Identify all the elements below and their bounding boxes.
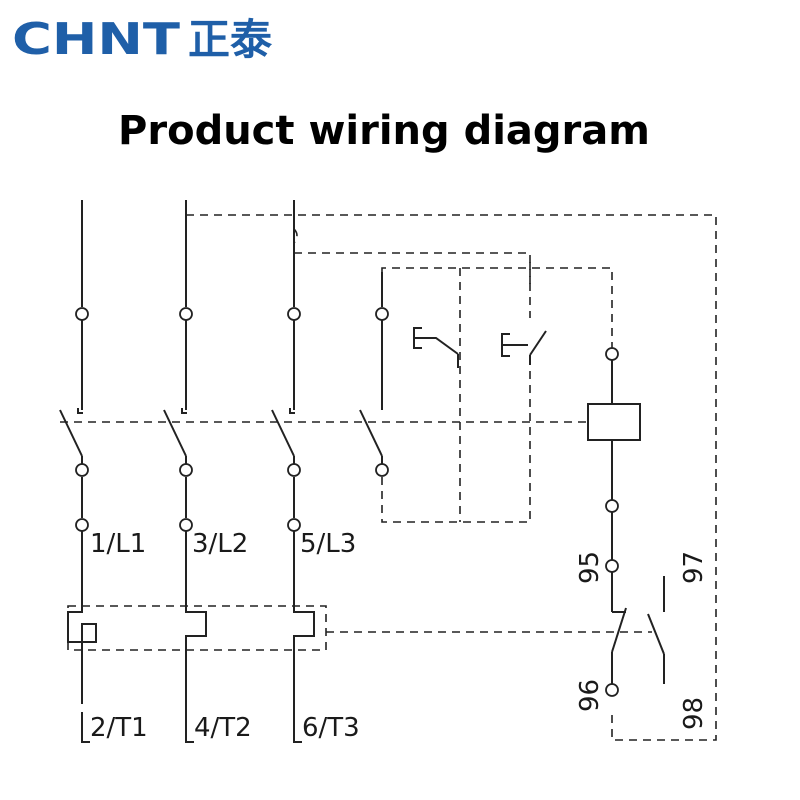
pole-3-terminal-mid (287, 463, 301, 477)
coil-terminal-a2 (605, 499, 619, 513)
terminal-96 (605, 683, 619, 697)
pole-2-contact-blade (163, 409, 187, 457)
page-title: Product wiring diagram (118, 108, 650, 154)
nc-contact-blade (611, 607, 627, 653)
lower-linkage-box (381, 360, 531, 523)
mechanical-linkages (60, 214, 717, 741)
brand-name-cjk: 正泰 (188, 15, 273, 64)
label-98: 98 (679, 697, 709, 730)
label-97: 97 (679, 551, 709, 584)
label-2-t1: 2/T1 (90, 713, 148, 743)
bracket-t2 (185, 712, 194, 743)
label-96: 96 (575, 679, 605, 712)
pole-2 (163, 200, 207, 722)
pole-3 (271, 200, 315, 722)
pole-1-contact-stop (77, 408, 83, 414)
pole-2-terminal-top (179, 307, 193, 321)
coil-circuit (587, 347, 641, 560)
pole-4 (359, 272, 389, 477)
brand-logo: CHNT 正泰 (12, 14, 273, 65)
pole-4-contact-blade (359, 409, 383, 457)
pole-2-terminal-mid (179, 463, 193, 477)
overload-aux-contacts (605, 559, 665, 697)
aux-contact-right (501, 330, 547, 365)
main-power-circuit (59, 200, 389, 743)
pole-1-terminal-top (75, 307, 89, 321)
pole-1-terminal-mid (75, 463, 89, 477)
thermal-relay-housing (67, 605, 327, 651)
label-1-l1: 1/L1 (90, 529, 146, 559)
pole-3-crossover (293, 215, 298, 253)
pole-3-contact-stop (289, 408, 295, 414)
load-terminal-brackets (81, 712, 302, 743)
terminal-labels: 1/L1 3/L2 5/L3 2/T1 4/T2 6/T3 95 96 97 9… (90, 529, 709, 743)
pole-2-thermal-element (185, 606, 207, 722)
label-5-l3: 5/L3 (300, 529, 356, 559)
pole-3-contact-blade (271, 409, 295, 457)
label-3-l2: 3/L2 (192, 529, 248, 559)
bracket-t3 (293, 712, 302, 743)
pole-1-contact-blade (59, 409, 83, 457)
pole-1 (59, 200, 97, 704)
coil-terminal-a1 (605, 347, 619, 361)
pole-1-terminal-line (75, 518, 89, 532)
coil-linkage-top (381, 267, 613, 348)
pole-3-terminal-top (287, 307, 301, 321)
terminal-95 (605, 559, 619, 573)
pole-4-terminal-mid (375, 463, 389, 477)
pole-3-thermal-element (293, 606, 315, 722)
pole-4-terminal-top (375, 307, 389, 321)
pole-2-contact-stop (181, 408, 187, 414)
label-6-t3: 6/T3 (302, 713, 360, 743)
pole-2-terminal-line (179, 518, 193, 532)
brand-name-latin: CHNT (12, 14, 180, 65)
label-4-t2: 4/T2 (194, 713, 252, 743)
inner-linkage-top (294, 252, 531, 318)
aux-contact-left (413, 327, 459, 368)
auxiliary-contacts (413, 262, 547, 368)
label-95: 95 (575, 551, 605, 584)
contactor-coil (587, 403, 641, 441)
bracket-t1 (81, 712, 90, 743)
no-contact-blade (647, 613, 665, 655)
pole-1-thermal-element (67, 606, 97, 704)
pole-3-terminal-line (287, 518, 301, 532)
outer-linkage (186, 214, 717, 741)
